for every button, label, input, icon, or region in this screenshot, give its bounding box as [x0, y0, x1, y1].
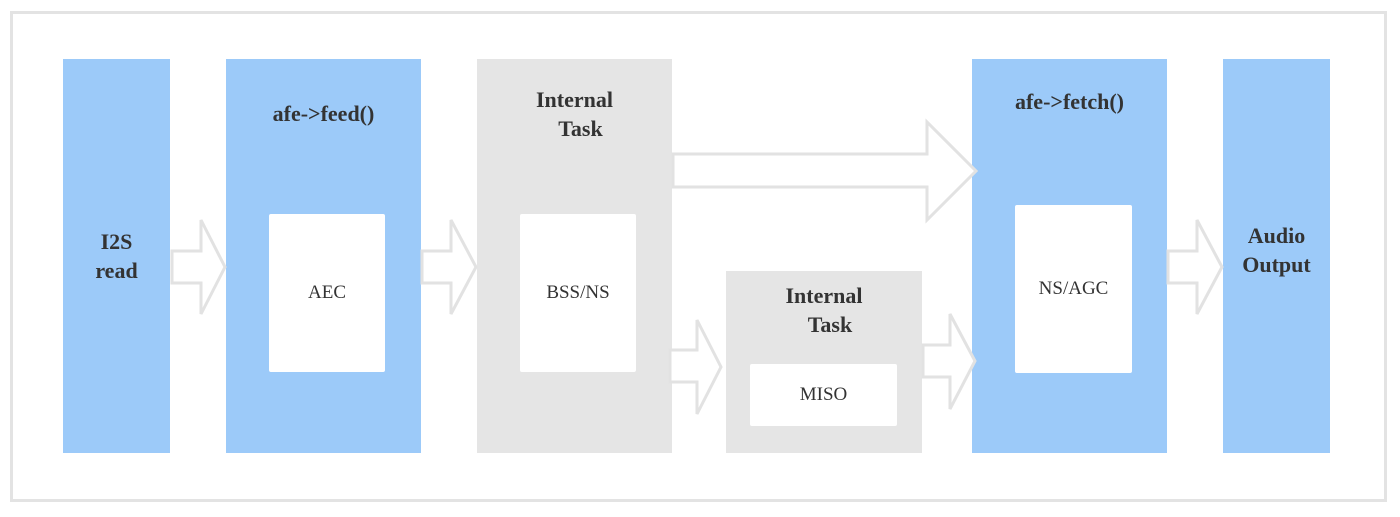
aec-label: AEC	[308, 282, 346, 303]
internal-task-top-block: Internal Task BSS/NS	[477, 59, 672, 453]
ns-agc-label: NS/AGC	[1038, 278, 1109, 299]
internal-task-bottom-block: Internal Task MISO	[726, 271, 922, 453]
audio-output-label-line2: Output	[1242, 252, 1311, 277]
internal-task-top-title-line1: Internal	[536, 87, 613, 112]
fetch-title: afe->fetch()	[1014, 89, 1125, 114]
ns-agc-box: NS/AGC	[1015, 205, 1132, 373]
aec-box: AEC	[269, 214, 385, 372]
i2s-read-label-line2: read	[95, 258, 138, 283]
i2s-read-label-line1: I2S	[100, 229, 133, 254]
internal-task-bottom-title-line2: Task	[807, 312, 853, 337]
internal-task-top-title: Internal Task	[477, 85, 672, 143]
miso-label: MISO	[799, 384, 848, 405]
internal-task-bottom-title-line1: Internal	[785, 283, 863, 308]
feed-block: afe->feed() AEC	[226, 59, 421, 453]
fetch-block: afe->fetch() NS/AGC	[972, 59, 1167, 453]
internal-task-bottom-title: Internal Task	[726, 281, 922, 339]
miso-box: MISO	[750, 364, 897, 426]
audio-output-label-line1: Audio	[1247, 223, 1306, 248]
internal-task-top-title-line2: Task	[558, 116, 603, 141]
diagram-frame	[10, 11, 1387, 502]
audio-output-label: Audio Output	[1223, 47, 1330, 453]
audio-output-block: Audio Output	[1223, 59, 1330, 453]
feed-title: afe->feed()	[272, 101, 375, 126]
bss-ns-box: BSS/NS	[520, 214, 636, 372]
bss-ns-label: BSS/NS	[546, 282, 610, 303]
i2s-read-label: I2S read	[63, 59, 170, 453]
i2s-read-block: I2S read	[63, 59, 170, 453]
